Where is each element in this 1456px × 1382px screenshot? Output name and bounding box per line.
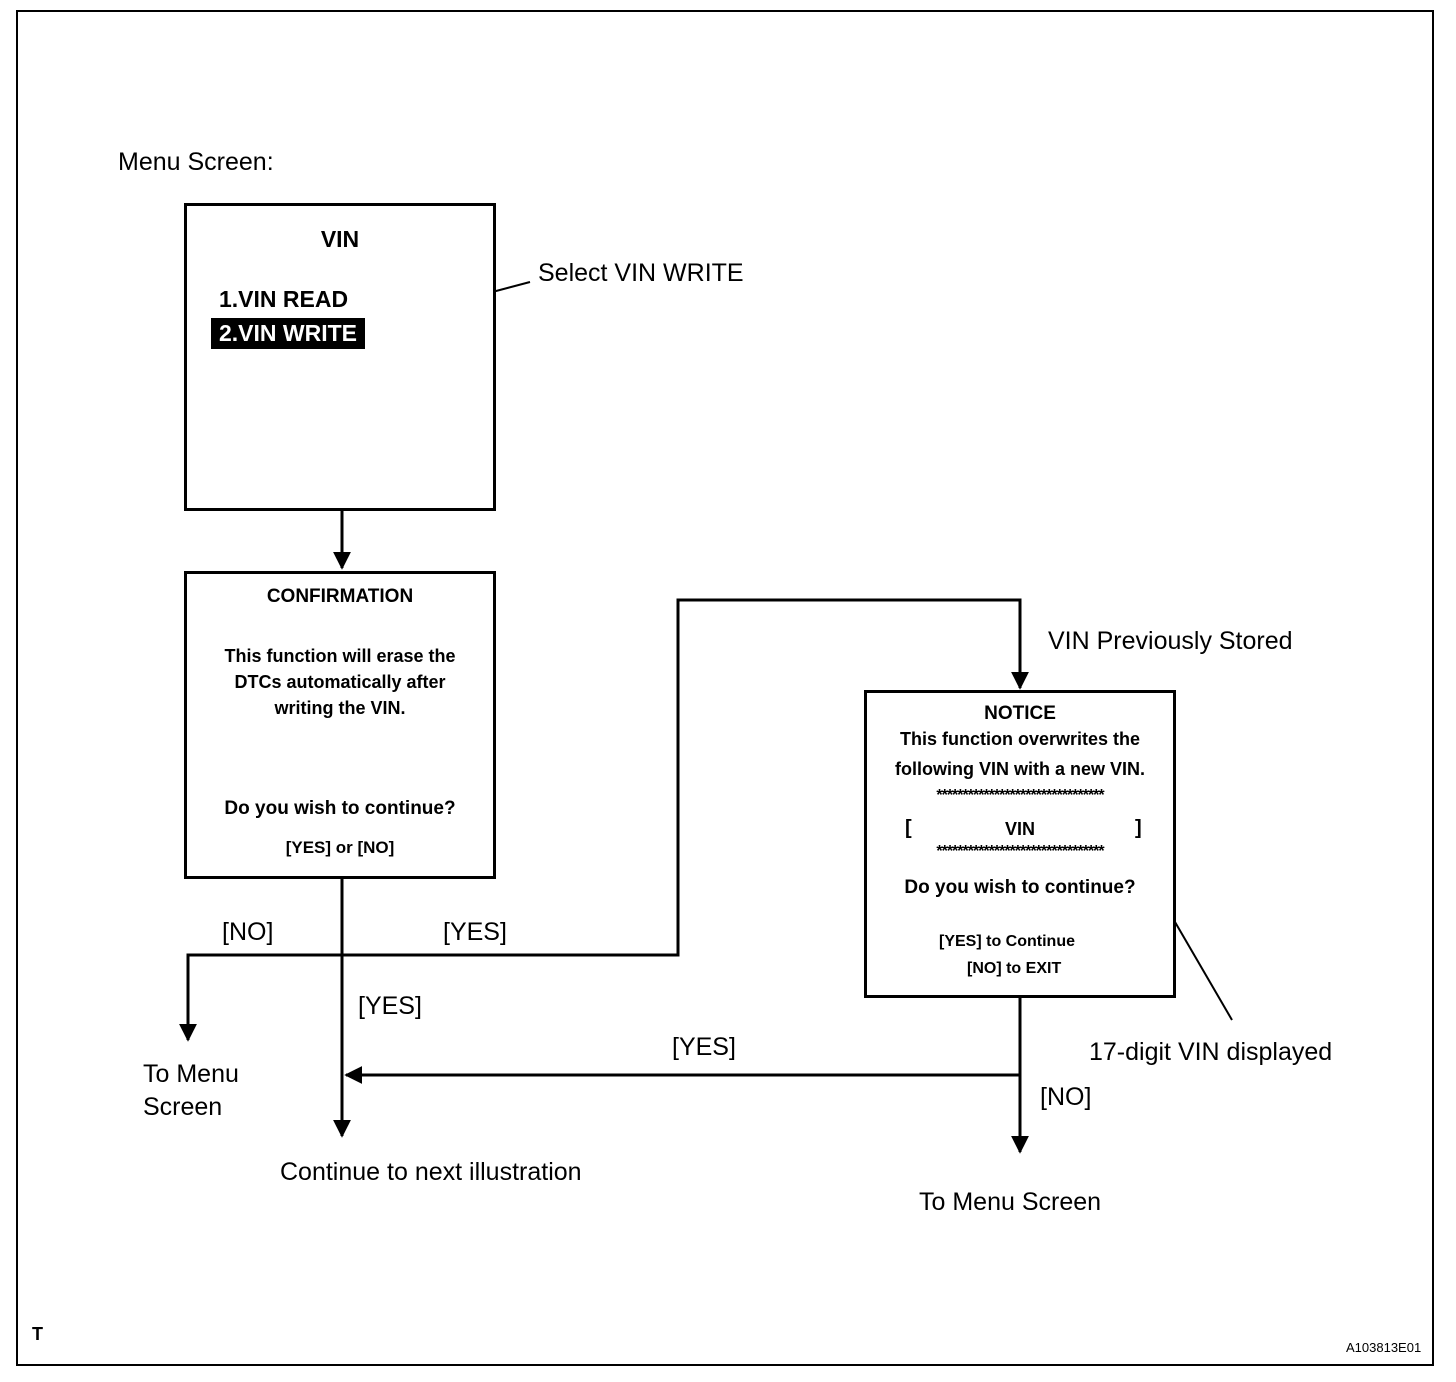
confirmation-text-line2: DTCs automatically after: [234, 672, 446, 692]
yes-branch-label-top: [YES]: [443, 918, 507, 946]
confirmation-options[interactable]: [YES] or [NO]: [285, 838, 395, 857]
notice-question: Do you wish to continue?: [904, 877, 1136, 898]
stored-vin-value: VIN: [1004, 819, 1035, 839]
arrow-yes-to-notice: [342, 598, 1029, 957]
confirmation-title: CONFIRMATION: [266, 586, 414, 607]
confirmation-screen: CONFIRMATION This function will erase th…: [184, 571, 496, 879]
notice-title: NOTICE: [984, 703, 1056, 724]
confirmation-text-line3: writing the VIN.: [274, 698, 406, 718]
confirmation-text-line1: This function will erase the: [224, 646, 456, 666]
vin-previously-stored-label: VIN Previously Stored: [1048, 627, 1293, 655]
menu-screen-label: Menu Screen:: [118, 148, 274, 176]
vin-menu-title: VIN: [320, 226, 360, 252]
figure-frame: [16, 10, 1434, 1366]
yes-branch-label-mid: [YES]: [358, 992, 422, 1020]
to-menu-screen-right: To Menu Screen: [919, 1188, 1102, 1216]
to-menu-screen-left-line1: To Menu: [143, 1060, 239, 1088]
corner-code-left: T: [32, 1324, 43, 1344]
yes-branch-label-bottom: [YES]: [672, 1033, 736, 1061]
vin-bracket-close: ]: [1135, 817, 1142, 839]
notice-text-line1: This function overwrites the: [899, 729, 1141, 749]
no-exit-option[interactable]: [NO] to EXIT: [967, 960, 1062, 977]
no-branch-label-right: [NO]: [1040, 1083, 1092, 1111]
to-menu-screen-left-line2: Screen: [143, 1093, 223, 1121]
figure-id: A103813E01: [1346, 1340, 1422, 1355]
digit-vin-displayed-label: 17-digit VIN displayed: [1089, 1038, 1333, 1066]
notice-text-line2: following VIN with a new VIN.: [894, 759, 1145, 779]
select-vin-write-callout: Select VIN WRITE: [538, 259, 744, 287]
vin-read-item[interactable]: 1.VIN READ: [219, 286, 349, 312]
arrow-no-to-menu: [179, 953, 342, 1042]
notice-screen: NOTICE This function overwrites the foll…: [864, 690, 1176, 998]
yes-continue-option[interactable]: [YES] to Continue: [939, 933, 1075, 950]
vin-write-item[interactable]: 2.VIN WRITE: [211, 318, 366, 349]
notice-stars-top: ********************************: [936, 787, 1104, 804]
no-branch-label: [NO]: [222, 918, 274, 946]
continue-next-illustration: Continue to next illustration: [280, 1158, 582, 1186]
notice-stars-bottom: ********************************: [936, 843, 1104, 860]
vin-menu-screen: VIN 1.VIN READ 2.VIN WRITE: [184, 203, 496, 511]
confirmation-question: Do you wish to continue?: [224, 798, 456, 819]
vin-bracket-open: [: [905, 817, 912, 839]
